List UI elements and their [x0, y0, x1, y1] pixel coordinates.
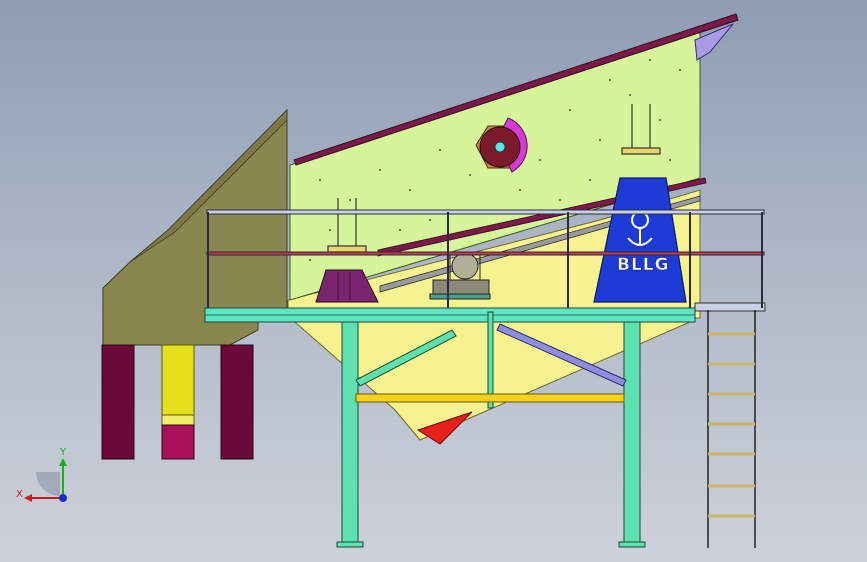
x-axis-label: X: [16, 489, 23, 500]
y-axis-label: Y: [59, 447, 67, 458]
center-post: [487, 311, 494, 409]
cross-brace-right: [496, 323, 627, 387]
screen-end-cap: [694, 23, 734, 61]
walkway-extension: [694, 302, 766, 312]
bin-right: [220, 344, 254, 460]
spring-mount-right: [621, 104, 661, 155]
cross-brace-left: [355, 329, 457, 387]
support-column-right: [623, 321, 641, 547]
feed-chute-top: [129, 109, 288, 263]
vibrator-block: [315, 269, 379, 303]
exciter-hub: [494, 141, 506, 153]
yellow-beam: [355, 393, 625, 403]
axis-triad: Y X: [16, 447, 67, 502]
support-column-left: [341, 321, 359, 547]
screen-top-rail: [293, 13, 739, 166]
logo-text: BLLG: [617, 255, 670, 275]
bin-middle-upper: [161, 344, 195, 416]
logo-emblem: [627, 211, 653, 246]
bin-middle-lower: [161, 424, 195, 460]
spring-mount-left: [327, 198, 367, 253]
railing: [206, 209, 765, 308]
access-ladder: [707, 310, 756, 548]
bin-middle-band: [161, 414, 195, 426]
discharge-spout: [416, 411, 473, 445]
bin-left: [101, 344, 135, 460]
